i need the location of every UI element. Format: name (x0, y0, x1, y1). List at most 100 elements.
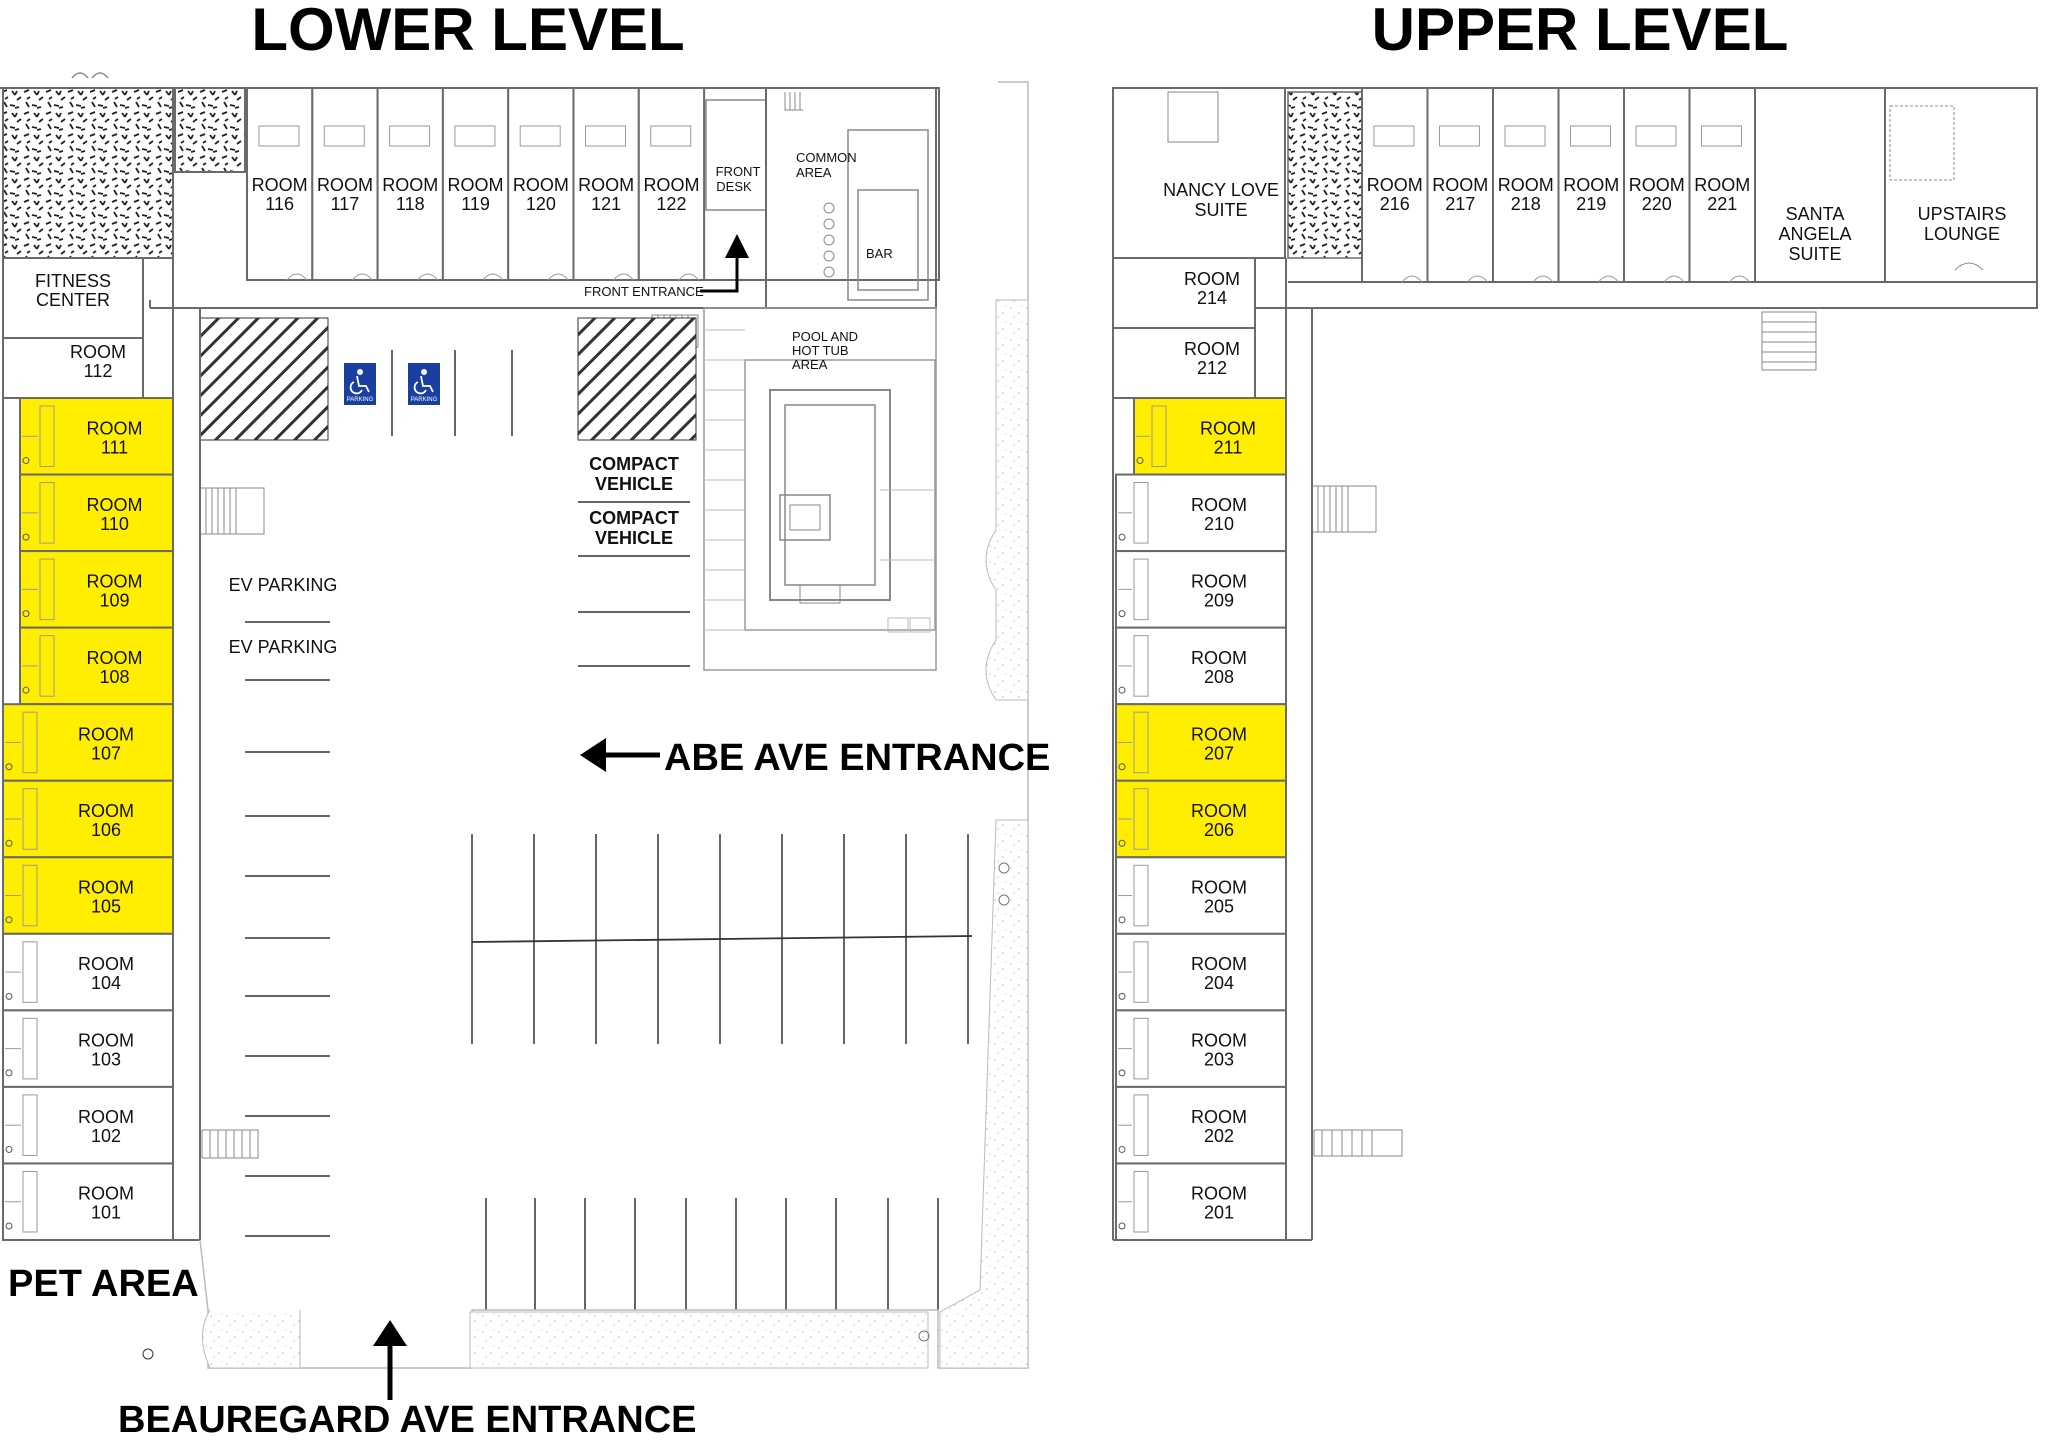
room-201-label-2: 201 (1204, 1203, 1234, 1223)
room-109-label-2: 109 (99, 590, 129, 610)
room-204-label-2: 204 (1204, 973, 1234, 993)
room-206-label-1: ROOM (1191, 801, 1247, 821)
room-211-label-2: 211 (1214, 437, 1243, 457)
nancy-love-suite-label-2: SUITE (1194, 200, 1247, 220)
room-220-label-2: 220 (1642, 194, 1672, 214)
room-202-label-1: ROOM (1191, 1107, 1247, 1127)
room-221-label-2: 221 (1707, 194, 1737, 214)
room-204-label-1: ROOM (1191, 954, 1247, 974)
room-122-label-2: 122 (656, 194, 686, 214)
beauregard-ave-entrance-label: BEAUREGARD AVE ENTRANCE (118, 1399, 696, 1440)
room-108-label-2: 108 (99, 667, 129, 687)
room-220-label-1: ROOM (1629, 175, 1685, 195)
room-109-label-1: ROOM (87, 571, 143, 591)
room-117-label-2: 117 (331, 194, 360, 214)
room-112 (2, 337, 144, 399)
room-216-label-1: ROOM (1367, 175, 1423, 195)
room-205-label-1: ROOM (1191, 878, 1247, 898)
room-218-label-1: ROOM (1498, 175, 1554, 195)
room-105-label-2: 105 (91, 897, 121, 917)
handicap-parking-icon-1: PARKING (344, 363, 376, 405)
room-214-label-1: ROOM (1184, 269, 1240, 289)
room-112-label-2: 112 (84, 361, 113, 381)
fitness-center-label-2: CENTER (36, 290, 110, 310)
room-216-label-2: 216 (1380, 194, 1410, 214)
compact-vehicle-2-line2: VEHICLE (595, 528, 673, 548)
room-207-label-1: ROOM (1191, 724, 1247, 744)
room-118-label-2: 118 (396, 194, 425, 214)
room-116-label-1: ROOM (252, 175, 308, 195)
upstairs-lounge-label-2: LOUNGE (1924, 224, 2000, 244)
sidewalk-bottom (469, 1311, 929, 1369)
pool-label-2: HOT TUB (792, 343, 849, 358)
ev-parking-label-1: EV PARKING (229, 575, 338, 595)
room-108-label-1: ROOM (87, 648, 143, 668)
common-area-label-1: COMMON (796, 150, 857, 165)
room-211-label-1: ROOM (1200, 418, 1256, 438)
room-217-label-2: 217 (1445, 194, 1475, 214)
room-209-label-1: ROOM (1191, 571, 1247, 591)
upstairs-lounge-label-1: UPSTAIRS (1918, 204, 2007, 224)
room-219-label-1: ROOM (1563, 175, 1619, 195)
lower-courtyard-texture-2 (174, 87, 246, 173)
room-102-label-2: 102 (91, 1126, 121, 1146)
upper-level-title: UPPER LEVEL (1372, 0, 1789, 63)
room-201-label-1: ROOM (1191, 1184, 1247, 1204)
room-122-label-1: ROOM (643, 175, 699, 195)
room-121-label-2: 121 (591, 194, 621, 214)
front-desk-label-2: DESK (716, 179, 752, 194)
santa-angela-suite-label-2: ANGELA (1778, 224, 1851, 244)
nancy-love-suite-label-1: NANCY LOVE (1163, 180, 1279, 200)
pool-area-outline (703, 307, 937, 671)
handicap-parking-label-1: PARKING (347, 397, 374, 403)
room-210-label-1: ROOM (1191, 495, 1247, 515)
upper-courtyard-texture (1287, 91, 1363, 259)
nancy-love-suite-room (1112, 87, 1286, 259)
room-117-label-1: ROOM (317, 175, 373, 195)
room-212-label-2: 212 (1197, 358, 1227, 378)
front-entrance-label: FRONT ENTRANCE (584, 284, 704, 299)
room-205-label-2: 205 (1204, 897, 1234, 917)
room-217-label-1: ROOM (1432, 175, 1488, 195)
santa-angela-suite-label-3: SUITE (1788, 244, 1841, 264)
upstairs-lounge-room (1884, 87, 2038, 283)
santa-angela-suite-label-1: SANTA (1786, 204, 1845, 224)
room-111-label-1: ROOM (87, 418, 143, 438)
compact-vehicle-2-line1: COMPACT (589, 508, 679, 528)
room-221-label-1: ROOM (1694, 175, 1750, 195)
sidewalk-right (939, 819, 1029, 1369)
compact-vehicle-1-line1: COMPACT (589, 454, 679, 474)
no-parking-zone-2 (577, 317, 697, 441)
compact-vehicle-1-line2: VEHICLE (595, 474, 673, 494)
room-210-label-2: 210 (1204, 514, 1234, 534)
room-106-label-1: ROOM (78, 801, 134, 821)
upper-top-rooms: ROOM216ROOM217ROOM218ROOM219ROOM220ROOM2… (1361, 87, 1756, 283)
front-desk-label-1: FRONT (716, 164, 761, 179)
lower-left-rooms: ROOM111ROOM110ROOM109ROOM108ROOM107ROOM1… (2, 397, 174, 1242)
